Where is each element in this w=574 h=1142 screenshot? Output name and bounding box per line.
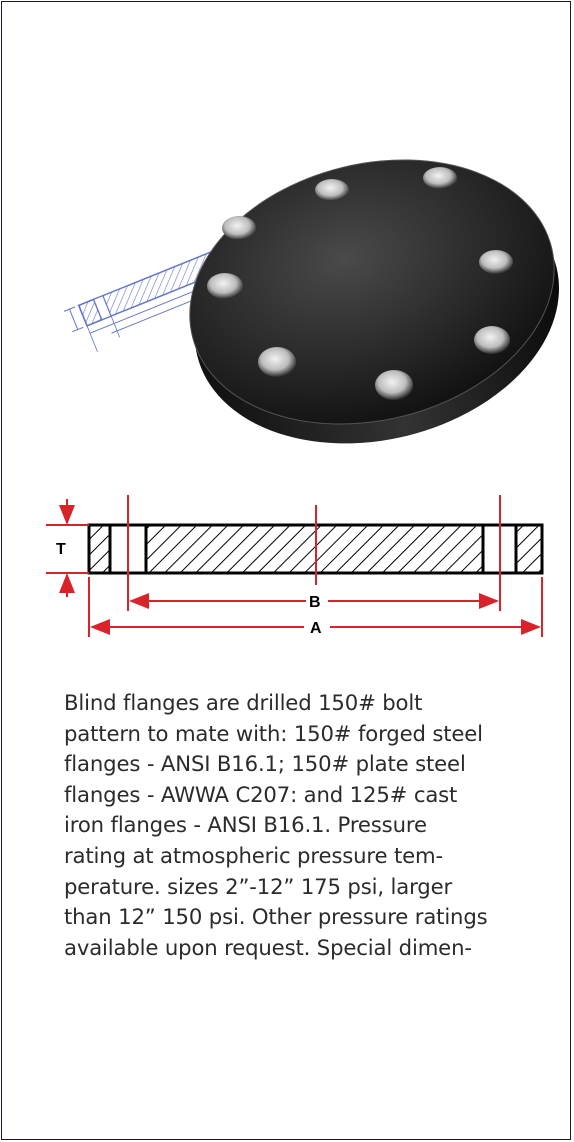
- thickness-dimension: [46, 499, 89, 597]
- label-b: B: [309, 594, 321, 611]
- cross-section-drawing: T B A: [46, 495, 544, 637]
- label-t: T: [56, 541, 66, 558]
- bolt-circle-dimension: [127, 495, 501, 611]
- flange-disc: [189, 159, 559, 444]
- blind-flange-image: [63, 159, 559, 444]
- bolt-holes: [207, 167, 513, 400]
- outside-diameter-dimension: [88, 577, 543, 637]
- label-a: A: [310, 620, 322, 637]
- description-text: Blind flanges are drilled 150# bolt patt…: [64, 690, 488, 960]
